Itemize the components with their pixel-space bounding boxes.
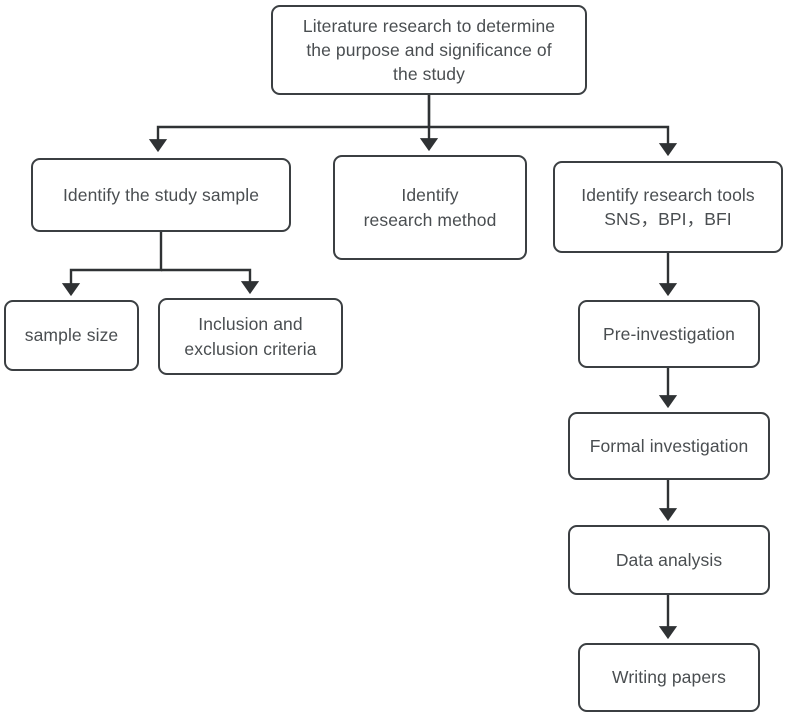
node-formal-investigation[interactable]: Formal investigation: [568, 412, 770, 480]
node-sample-size[interactable]: sample size: [4, 300, 139, 371]
node-literature-research[interactable]: Literature research to determine the pur…: [271, 5, 587, 95]
edge-study-sample-to-sample-size: [61, 232, 163, 297]
node-identify-research-tools[interactable]: Identify research tools SNS，BPI，BFI: [553, 161, 783, 253]
node-identify-research-method[interactable]: Identify research method: [333, 155, 527, 260]
edge-literature-to-research-tools: [429, 125, 678, 157]
node-inclusion-exclusion-criteria[interactable]: Inclusion and exclusion criteria: [158, 298, 343, 375]
edge-study-sample-to-inclusion: [161, 268, 260, 295]
node-pre-investigation[interactable]: Pre-investigation: [578, 300, 760, 368]
edge-literature-to-study-sample: [148, 95, 431, 153]
node-writing-papers[interactable]: Writing papers: [578, 643, 760, 712]
node-data-analysis[interactable]: Data analysis: [568, 525, 770, 595]
node-identify-study-sample[interactable]: Identify the study sample: [31, 158, 291, 232]
